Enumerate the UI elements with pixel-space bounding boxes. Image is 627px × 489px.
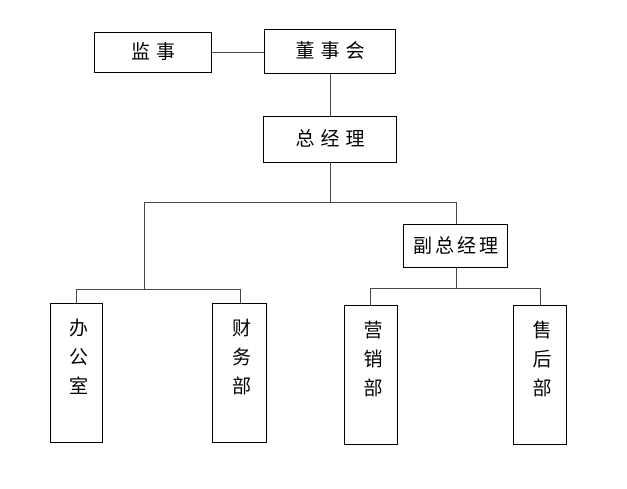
node-board-of-directors: 董事会 <box>264 29 396 74</box>
node-supervisor: 监事 <box>94 32 212 73</box>
node-board-of-directors-label: 董事会 <box>295 41 371 62</box>
connector-gm-trunk <box>330 163 331 202</box>
connector-aftersales-stub <box>540 288 541 305</box>
node-after-sales-dept-label: 售后部 <box>529 320 551 407</box>
node-general-manager: 总经理 <box>263 116 397 163</box>
node-supervisor-label: 监事 <box>130 42 181 63</box>
node-office-label: 办公室 <box>66 318 87 405</box>
connector-marketing-stub <box>370 288 371 305</box>
node-finance-dept: 财务部 <box>212 303 267 443</box>
connector-finance-stub <box>240 289 241 303</box>
node-general-manager-label: 总经理 <box>295 129 371 150</box>
node-after-sales-dept: 售后部 <box>513 305 567 445</box>
node-deputy-general-manager-label: 副总经理 <box>412 235 501 257</box>
connector-branch-left-drop <box>144 202 145 289</box>
connector-dgm-trunk <box>456 268 457 288</box>
node-marketing-dept-label: 营销部 <box>360 320 382 407</box>
connector-board-gm <box>330 74 331 116</box>
node-office: 办公室 <box>50 303 103 443</box>
node-finance-dept-label: 财务部 <box>229 318 250 405</box>
connector-dgm-drop <box>456 202 457 224</box>
connector-branch-right <box>370 288 541 289</box>
connector-office-stub <box>76 289 77 303</box>
node-marketing-dept: 营销部 <box>344 305 398 445</box>
node-deputy-general-manager: 副总经理 <box>403 224 508 268</box>
connector-supervisor-board <box>212 52 264 53</box>
connector-branch-top <box>144 202 457 203</box>
connector-branch-left <box>76 289 241 290</box>
